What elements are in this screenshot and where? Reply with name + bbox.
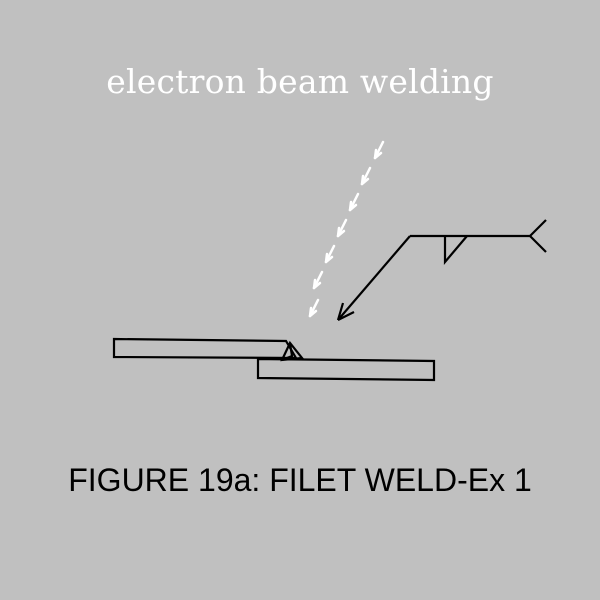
beam-arrows (308, 140, 385, 318)
weld-tail-icon (529, 219, 547, 253)
dashed-arrow-icon (308, 140, 385, 318)
beam-label: electron beam welding (106, 62, 494, 101)
figure-caption: FIGURE 19a: FILET WELD-Ex 1 (68, 462, 532, 498)
upper-plate (112, 337, 298, 360)
fillet-weld-detail (281, 342, 294, 362)
weld-symbol (336, 219, 547, 321)
fillet-weld-symbol-icon (443, 235, 468, 266)
arrow-icon (336, 235, 411, 321)
lower-plate (256, 357, 436, 382)
fillet-weld-bead (280, 340, 305, 362)
plates (112, 337, 436, 382)
